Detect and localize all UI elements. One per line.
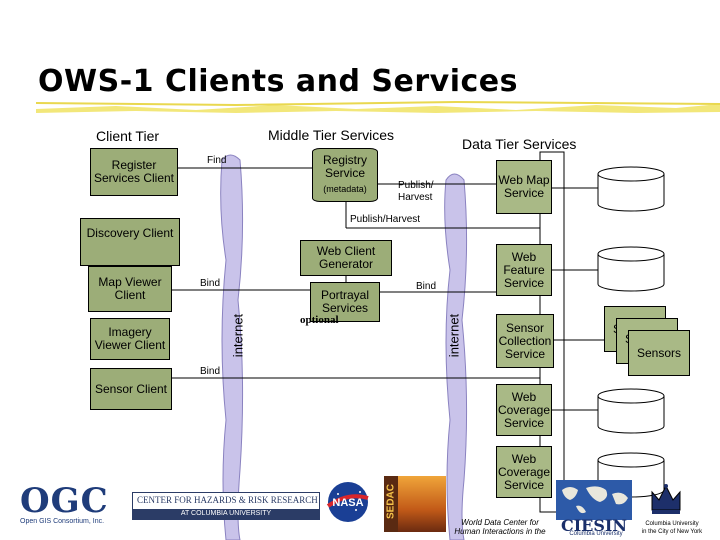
publish-harvest-label-mid: Publish/Harvest (350, 214, 421, 225)
web-coverage-service-1: Web Coverage Service (496, 384, 552, 436)
register-services-client: Register Services Client (90, 148, 178, 196)
sedac-logo: SEDAC (384, 476, 446, 532)
ciesin-logo-text: CIESIN (560, 516, 628, 535)
columbia-crown-icon (651, 484, 681, 514)
columbia-logo: Columbia University in the City of New Y… (640, 520, 704, 536)
publish-harvest-label-right: Publish/ Harvest (398, 180, 434, 203)
database-icon (597, 246, 665, 292)
discovery-client: Discovery Client (80, 218, 180, 266)
bind-label-bottom: Bind (200, 366, 221, 377)
optional-label: optional (300, 314, 339, 326)
find-label: Find (207, 155, 227, 166)
world-map-icon (562, 486, 628, 514)
web-feature-service: Web Feature Service (496, 244, 552, 296)
registry-service-label: Registry Service (322, 153, 367, 180)
title-underline-bar (36, 100, 720, 113)
ogc-logo-subtitle: Open GIS Consortium, Inc. (20, 518, 105, 525)
page-title: OWS-1 Clients and Services (38, 64, 518, 99)
registry-metadata-label: (metadata) (323, 184, 367, 194)
wdc-caption: World Data Center for Human Interactions… (454, 518, 546, 536)
columbia-logo-line1: Columbia University (645, 521, 699, 527)
chrr-logo-line1: CENTER FOR HAZARDS & RISK RESEARCH (137, 495, 318, 505)
map-viewer-client: Map Viewer Client (88, 266, 172, 312)
web-map-service: Web Map Service (496, 160, 552, 214)
sensors-box: Sensors (628, 330, 690, 376)
sensor-client: Sensor Client (90, 368, 172, 410)
sedac-logo-text: SEDAC (385, 484, 397, 520)
portrayal-services: Portrayal Services (310, 282, 380, 322)
imagery-viewer-client: Imagery Viewer Client (90, 318, 170, 360)
web-client-generator: Web Client Generator (300, 240, 392, 276)
nasa-logo: NASA (326, 482, 369, 522)
ciesin-logo-subtitle: Columbia University (569, 531, 623, 537)
columbia-logo-line2: in the City of New York (641, 529, 703, 535)
nasa-logo-text: NASA (332, 497, 363, 509)
database-icon (597, 166, 665, 212)
middle-tier-header: Middle Tier Services (268, 127, 395, 143)
bind-label-top: Bind (200, 278, 221, 289)
sensor-collection-service: Sensor Collection Service (496, 314, 554, 368)
database-icon (597, 388, 665, 434)
ogc-logo-text: OGC (20, 481, 109, 521)
internet-label-left: internet (230, 313, 246, 358)
ogc-logo: OGC Open GIS Consortium, Inc. (20, 484, 124, 525)
registry-service: Registry Service (metadata) (312, 148, 378, 202)
web-coverage-service-2: Web Coverage Service (496, 446, 552, 498)
chrr-logo: CENTER FOR HAZARDS & RISK RESEARCH AT CO… (132, 492, 320, 520)
client-tier-header: Client Tier (96, 128, 160, 144)
chrr-logo-line2: AT COLUMBIA UNIVERSITY (133, 509, 319, 519)
bind-label-right: Bind (416, 281, 437, 292)
internet-label-right: internet (446, 313, 462, 358)
ciesin-map-logo (556, 480, 632, 520)
data-tier-header: Data Tier Services (462, 136, 577, 152)
